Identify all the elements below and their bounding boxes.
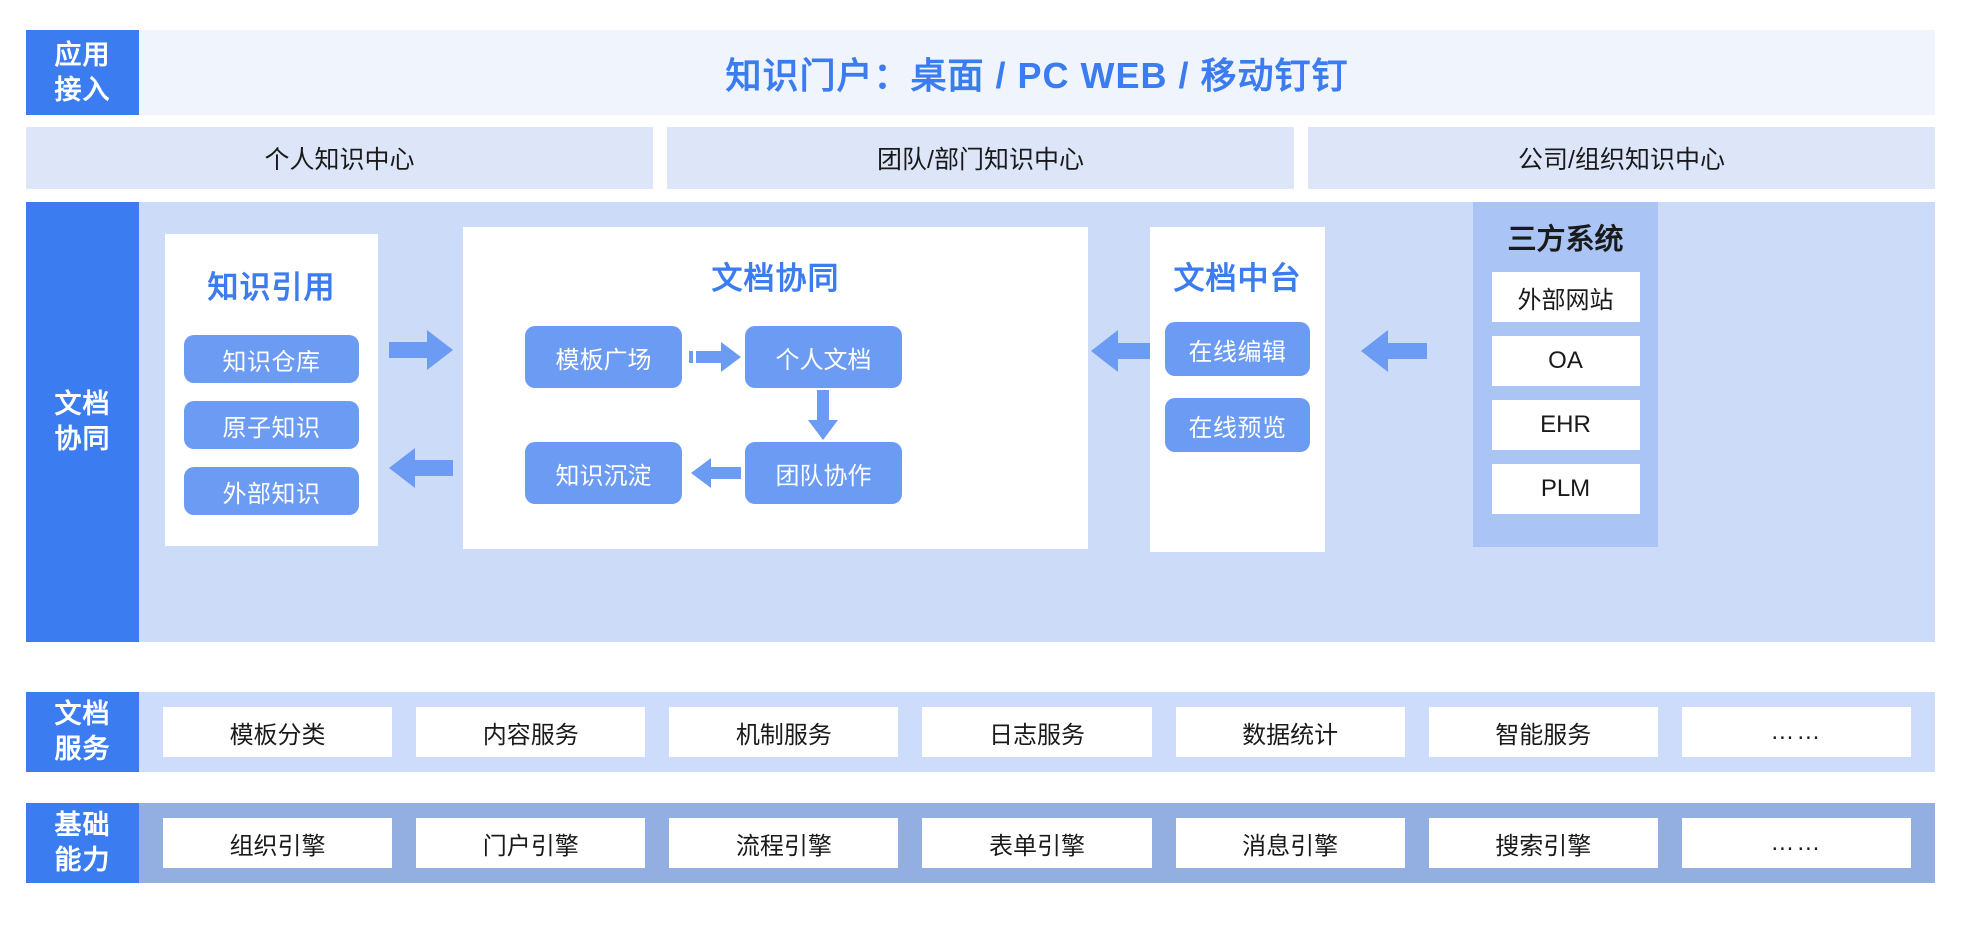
base-capabilities-label-line1: 基础 <box>54 810 111 841</box>
knowledge-reference-title: 知识引用 <box>207 270 336 305</box>
third-party-plm[interactable]: PLM <box>1491 464 1640 514</box>
doc-collaboration-label: 文档 协同 <box>26 202 139 642</box>
portal-title: 知识门户：桌面 / PC WEB / 移动钉钉 <box>725 54 1349 96</box>
engine-process[interactable]: 流程引擎 <box>669 818 899 868</box>
arrow-left-collab-to-external <box>389 448 453 488</box>
doc-collaboration-card: 文档协同 模板广场 个人文档 知识沉淀 团队协作 <box>463 227 1088 549</box>
knowledge-repository-pill[interactable]: 知识仓库 <box>184 335 359 383</box>
third-party-oa[interactable]: OA <box>1491 336 1640 386</box>
arrow-team-to-sink <box>691 458 741 488</box>
atomic-knowledge-pill[interactable]: 原子知识 <box>184 401 359 449</box>
personal-doc-node[interactable]: 个人文档 <box>745 326 902 388</box>
doc-collaboration-label-line1: 文档 <box>54 389 111 420</box>
base-capabilities-label-line2: 能力 <box>54 845 111 875</box>
knowledge-sink-node[interactable]: 知识沉淀 <box>525 442 682 504</box>
knowledge-portal-banner: 知识门户：桌面 / PC WEB / 移动钉钉 <box>139 30 1935 115</box>
service-more[interactable]: …… <box>1681 707 1911 757</box>
service-template-category[interactable]: 模板分类 <box>163 707 393 757</box>
arrow-right-knowledge-to-collab <box>389 330 453 370</box>
base-capabilities-row: 基础 能力 组织引擎 门户引擎 流程引擎 表单引擎 消息引擎 搜索引擎 …… <box>26 803 1935 883</box>
team-collab-node[interactable]: 团队协作 <box>745 442 902 504</box>
document-services-row: 文档 服务 模板分类 内容服务 机制服务 日志服务 数据统计 智能服务 …… <box>26 692 1935 772</box>
engine-form[interactable]: 表单引擎 <box>922 818 1152 868</box>
doc-middle-platform-card: 文档中台 在线编辑 在线预览 <box>1150 227 1325 552</box>
arrow-personal-to-team <box>808 390 838 440</box>
engine-message[interactable]: 消息引擎 <box>1175 818 1405 868</box>
engine-more[interactable]: …… <box>1681 818 1911 868</box>
doc-collaboration-flow: 模板广场 个人文档 知识沉淀 团队协作 <box>463 308 1088 538</box>
knowledge-center-team[interactable]: 团队/部门知识中心 <box>667 127 1294 189</box>
document-services-items: 模板分类 内容服务 机制服务 日志服务 数据统计 智能服务 …… <box>139 692 1935 772</box>
main-stage: 知识引用 知识仓库 原子知识 外部知识 文档协同 <box>139 202 1935 642</box>
engine-organization[interactable]: 组织引擎 <box>163 818 393 868</box>
doc-middle-platform-title: 文档中台 <box>1173 261 1302 296</box>
arrow-template-to-personal <box>689 342 741 372</box>
knowledge-center-company[interactable]: 公司/组织知识中心 <box>1308 127 1935 189</box>
service-log[interactable]: 日志服务 <box>922 707 1152 757</box>
knowledge-reference-card: 知识引用 知识仓库 原子知识 外部知识 <box>165 234 378 546</box>
doc-collaboration-row: 文档 协同 知识引用 知识仓库 原子知识 外部知识 <box>26 202 1935 681</box>
engine-portal[interactable]: 门户引擎 <box>416 818 646 868</box>
knowledge-center-personal[interactable]: 个人知识中心 <box>26 127 653 189</box>
app-access-label: 应用 接入 <box>26 30 139 115</box>
service-content[interactable]: 内容服务 <box>416 707 646 757</box>
doc-collaboration-card-title: 文档协同 <box>711 261 840 296</box>
service-mechanism[interactable]: 机制服务 <box>669 707 899 757</box>
online-edit-pill[interactable]: 在线编辑 <box>1165 322 1310 376</box>
external-knowledge-pill[interactable]: 外部知识 <box>184 467 359 515</box>
template-plaza-node[interactable]: 模板广场 <box>525 326 682 388</box>
arrow-midplatform-to-collab <box>1091 330 1157 372</box>
document-services-label: 文档 服务 <box>26 692 139 772</box>
service-data-statistics[interactable]: 数据统计 <box>1175 707 1405 757</box>
knowledge-centers-row: 个人知识中心 团队/部门知识中心 公司/组织知识中心 <box>26 127 1935 189</box>
document-services-label-line1: 文档 <box>54 699 111 730</box>
third-party-external-site[interactable]: 外部网站 <box>1491 272 1640 322</box>
document-services-label-line2: 服务 <box>54 734 111 764</box>
app-access-row: 应用 接入 知识门户：桌面 / PC WEB / 移动钉钉 <box>26 30 1935 115</box>
base-capabilities-items: 组织引擎 门户引擎 流程引擎 表单引擎 消息引擎 搜索引擎 …… <box>139 803 1935 883</box>
service-intelligent[interactable]: 智能服务 <box>1428 707 1658 757</box>
arrow-thirdparty-to-midplatform <box>1361 330 1427 372</box>
doc-collaboration-label-line2: 协同 <box>54 424 111 454</box>
third-party-title: 三方系统 <box>1507 224 1624 256</box>
app-access-label-line1: 应用 <box>54 39 111 70</box>
base-capabilities-label: 基础 能力 <box>26 803 139 883</box>
engine-search[interactable]: 搜索引擎 <box>1428 818 1658 868</box>
app-access-label-line2: 接入 <box>54 74 111 105</box>
third-party-systems-panel: 三方系统 外部网站 OA EHR PLM <box>1473 202 1658 547</box>
third-party-ehr[interactable]: EHR <box>1491 400 1640 450</box>
online-preview-pill[interactable]: 在线预览 <box>1165 398 1310 452</box>
